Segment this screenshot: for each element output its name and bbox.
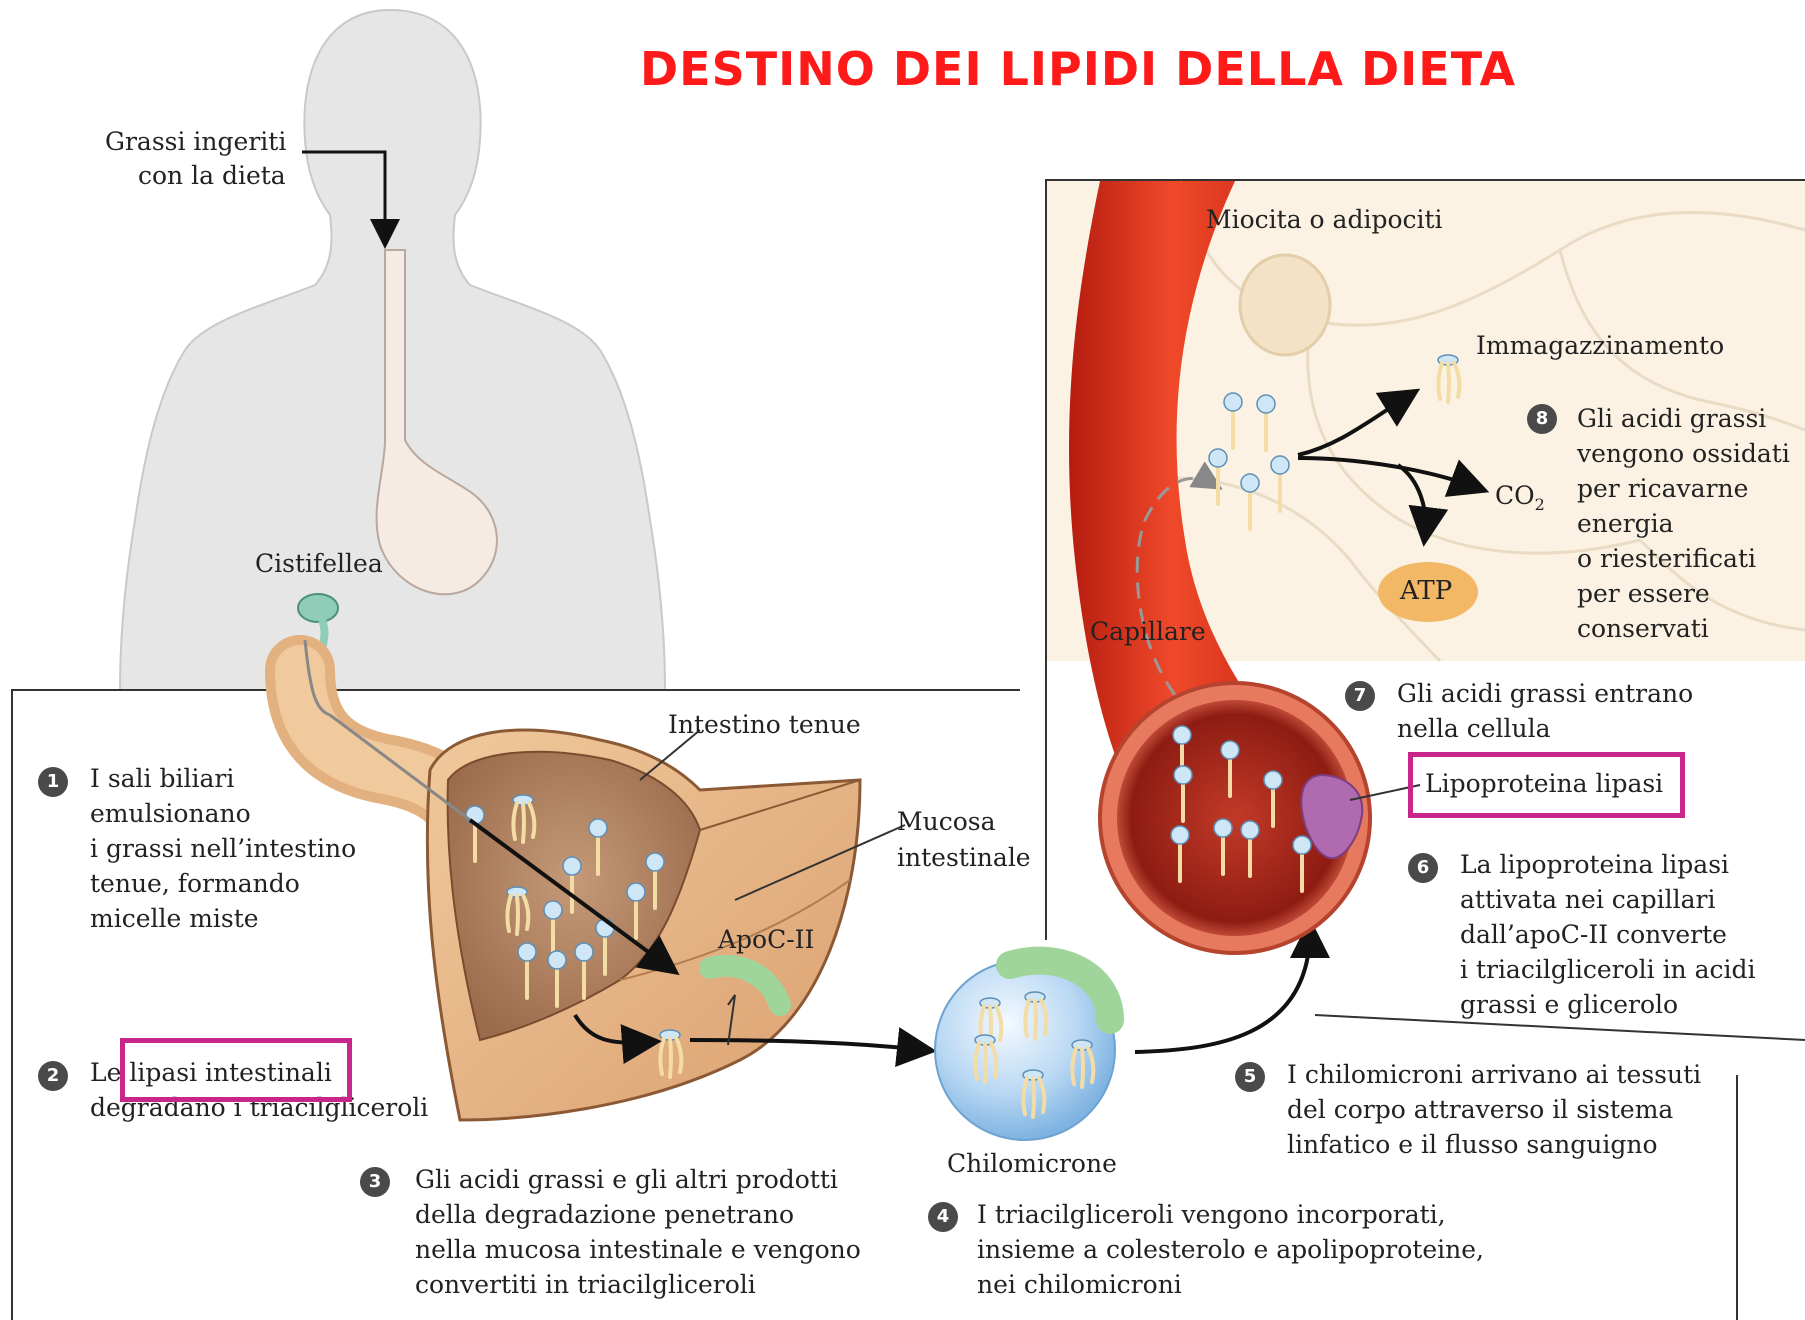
step-1-badge: 1 [38,767,68,797]
step-8-text: Gli acidi grassi vengono ossidati per ri… [1577,401,1790,646]
step-2-badge: 2 [38,1061,68,1091]
step-5-text: I chilomicroni arrivano ai tessuti del c… [1287,1057,1701,1162]
human-silhouette [120,10,665,690]
label-capillary: Capillare [1090,614,1206,649]
page-title: DESTINO DEI LIPIDI DELLA DIETA [640,42,1516,96]
co2-text: CO [1495,481,1535,510]
step-8-badge: 8 [1527,404,1557,434]
co2-subscript: 2 [1535,495,1545,514]
step-3-text: Gli acidi grassi e gli altri prodotti de… [415,1162,861,1302]
label-cells: Miocita o adipociti [1206,202,1443,237]
step-3-badge: 3 [360,1167,390,1197]
label-gallbladder: Cistifellea [255,546,383,581]
highlight-box-lipoprotein-lipase [1408,752,1685,818]
label-mucosa-line2: intestinale [897,840,1031,875]
label-ingested-fats-line1: Grassi ingeriti [105,124,286,159]
step-1-text: I sali biliari emulsionano i grassi nell… [90,761,356,936]
chylomicron-shape [935,960,1115,1140]
step-4-text: I triacilgliceroli vengono incorporati, … [977,1197,1484,1302]
step-6-badge: 6 [1408,853,1438,883]
vessel-cross-section [1100,683,1370,953]
step-7-badge: 7 [1345,681,1375,711]
label-chylomicron: Chilomicrone [947,1146,1117,1181]
step-7-text: Gli acidi grassi entrano nella cellula [1397,676,1693,746]
label-apoc2: ApoC-II [718,922,814,957]
step-5-badge: 5 [1235,1062,1265,1092]
label-ingested-fats-line2: con la dieta [138,158,286,193]
label-mucosa-line1: Mucosa [897,804,996,839]
step-6-text: La lipoproteina lipasi attivata nei capi… [1460,847,1756,1022]
step-4-badge: 4 [928,1202,958,1232]
label-co2: CO2 [1495,478,1545,522]
label-storage: Immagazzinamento [1476,328,1724,363]
label-small-intestine: Intestino tenue [668,707,861,742]
highlight-box-intestinal-lipases [120,1038,352,1102]
label-atp: ATP [1400,576,1452,606]
